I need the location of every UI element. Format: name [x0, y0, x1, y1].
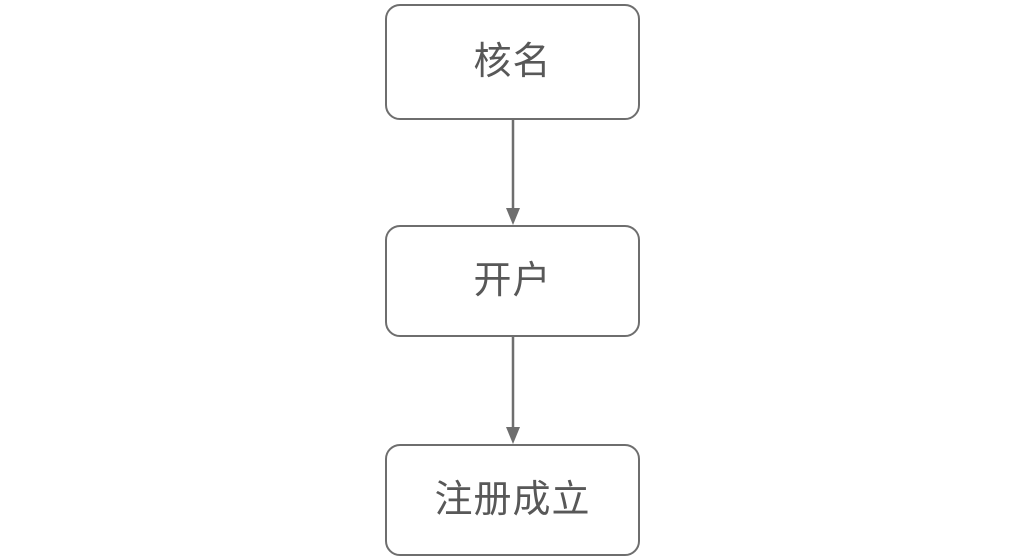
flow-node-label: 开户 — [473, 260, 552, 302]
flow-node-label: 注册成立 — [434, 479, 591, 521]
flow-node-kai-hu[interactable]: 开户 — [385, 225, 640, 337]
flow-node-label: 核名 — [473, 41, 552, 83]
flow-node-zhu-ce-cheng-li[interactable]: 注册成立 — [385, 444, 640, 556]
arrowhead-icon — [506, 208, 520, 225]
flow-node-he-ming[interactable]: 核名 — [385, 4, 640, 120]
arrowhead-icon — [506, 427, 520, 444]
